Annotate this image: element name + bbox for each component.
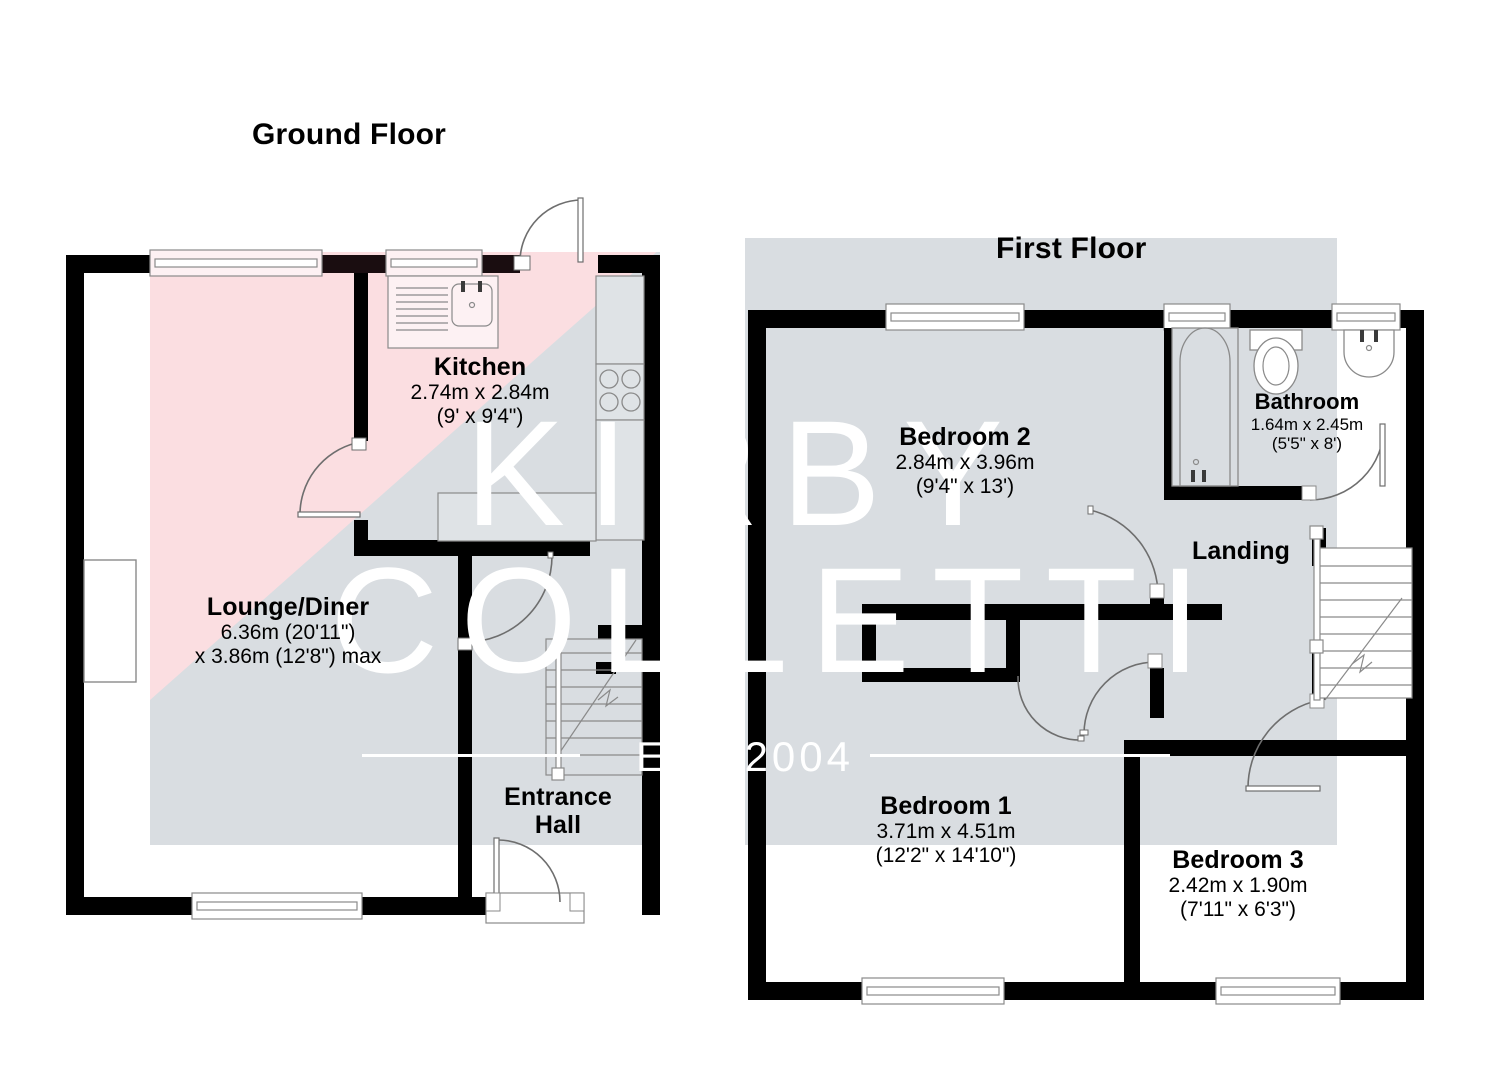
ff-wall-left: [748, 310, 766, 1000]
ff-door-bedroom1: [1079, 653, 1163, 736]
ff-staircase: [1309, 525, 1413, 701]
gf-chimney-breast: [83, 559, 137, 683]
gf-wall-hall-left: [458, 556, 472, 901]
ff-wall-landing-b: [1150, 668, 1164, 718]
ff-window-bed2-top: [885, 303, 1025, 331]
gf-wall-hall-stair-stub2: [596, 662, 616, 674]
kitchen-name: Kitchen: [433, 353, 527, 381]
room-label-bathroom: Bathroom 1.64m x 2.45m (5'5" x 8'): [1222, 389, 1392, 453]
ff-wall-cupboard-bottom: [862, 668, 1010, 682]
room-label-entrance-hall: Entrance Hall: [460, 783, 656, 839]
ff-window-bed3-bottom: [1215, 977, 1341, 1005]
ff-wall-top-c: [1226, 310, 1336, 328]
gf-window-top-left: [149, 249, 323, 277]
lounge-diner-dim-metric: 6.36m (20'11"): [220, 621, 356, 644]
room-label-bedroom-3: Bedroom 3 2.42m x 1.90m (7'11" x 6'3"): [1132, 846, 1344, 921]
room-label-landing: Landing: [1176, 537, 1306, 565]
ff-window-landing-top: [1331, 303, 1401, 331]
ff-wall-cupboard-left: [862, 604, 876, 682]
ff-door-cupboard: [1017, 675, 1085, 742]
ff-door-bathroom: [1301, 423, 1386, 501]
bathroom-dim-metric: 1.64m x 2.45m: [1250, 414, 1364, 434]
ff-wall-bottom-a: [748, 982, 864, 1000]
gf-door-kitchen-top: [513, 197, 584, 271]
gf-wall-top-left: [66, 255, 156, 273]
entrance-hall-name-line2: Hall: [534, 811, 582, 839]
bedroom-1-dim-metric: 3.71m x 4.51m: [876, 820, 1016, 843]
ff-window-bath-top: [1163, 303, 1231, 331]
gf-wall-kitchen-left: [354, 273, 368, 441]
kitchen-worktop-sink: [387, 275, 499, 349]
bedroom-1-name: Bedroom 1: [880, 792, 1012, 820]
lounge-diner-name: Lounge/Diner: [206, 593, 370, 621]
room-label-bedroom-2: Bedroom 2 2.84m x 3.96m (9'4" x 13'): [856, 423, 1074, 498]
bathroom-bath: [1171, 327, 1239, 487]
ground-floor-plan: [66, 197, 660, 924]
gf-door-front-entrance: [485, 837, 585, 924]
bathroom-wash-basin: [1343, 329, 1395, 378]
gf-wall-hall-stair-stub: [598, 625, 644, 639]
kitchen-dim-metric: 2.74m x 2.84m: [410, 381, 550, 404]
bathroom-toilet: [1249, 329, 1303, 395]
bedroom-3-dim-imperial: (7'11" x 6'3"): [1180, 897, 1296, 921]
ff-window-bed1-bottom: [861, 977, 1005, 1005]
kitchen-unit-run: [437, 275, 645, 542]
bathroom-name: Bathroom: [1254, 389, 1360, 414]
ff-wall-bed2-bottom: [862, 604, 1222, 620]
bedroom-2-name: Bedroom 2: [899, 423, 1031, 451]
ff-wall-bed1-right: [1124, 740, 1140, 988]
landing-name: Landing: [1192, 537, 1290, 565]
gf-window-kitchen-top: [385, 249, 483, 277]
ff-wall-bed3-top: [1124, 740, 1340, 756]
first-floor-plan: [748, 303, 1424, 1005]
room-label-lounge-diner: Lounge/Diner 6.36m (20'11") x 3.86m (12'…: [140, 593, 436, 668]
ff-wall-bed3-top-right: [1326, 740, 1424, 756]
bedroom-2-dim-imperial: (9'4" x 13'): [915, 474, 1015, 498]
bedroom-3-name: Bedroom 3: [1172, 846, 1304, 874]
room-label-bedroom-1: Bedroom 1 3.71m x 4.51m (12'2" x 14'10"): [840, 792, 1052, 867]
bedroom-1-dim-imperial: (12'2" x 14'10"): [875, 843, 1017, 867]
gf-wall-left: [66, 255, 84, 915]
ff-wall-bath-bottom: [1164, 486, 1310, 500]
gf-wall-kitchen-bottom: [354, 540, 590, 556]
watermark-rules: [362, 754, 1170, 757]
gf-staircase: [545, 638, 643, 781]
ff-wall-cupboard-right: [1006, 604, 1020, 682]
entrance-hall-name-line1: Entrance: [504, 783, 612, 811]
ff-door-bedroom2: [1087, 505, 1165, 599]
gf-wall-top-right: [478, 255, 520, 273]
gf-wall-right: [642, 255, 660, 915]
bathroom-dim-imperial: (5'5" x 8'): [1271, 433, 1343, 453]
first-floor-title: First Floor: [996, 232, 1147, 265]
gf-window-bottom: [191, 892, 363, 920]
lounge-diner-dim-imperial: x 3.86m (12'8") max: [194, 644, 382, 668]
ff-wall-top-a: [748, 310, 890, 328]
ff-wall-bottom-c: [1338, 982, 1424, 1000]
gf-door-hall-lounge: [457, 551, 554, 651]
ff-wall-top-d: [1396, 310, 1424, 328]
ground-floor-title: Ground Floor: [252, 118, 447, 151]
ff-wall-right: [1406, 310, 1424, 1000]
gf-door-kitchen-lounge: [297, 437, 367, 518]
ff-wall-top-b: [1020, 310, 1168, 328]
ff-wall-bottom-b: [1002, 982, 1218, 1000]
kitchen-dim-imperial: (9' x 9'4"): [436, 404, 524, 428]
gf-wall-top-mid: [318, 255, 390, 273]
gf-wall-kitchen-stub: [354, 520, 368, 542]
bedroom-3-dim-metric: 2.42m x 1.90m: [1168, 874, 1308, 897]
room-label-kitchen: Kitchen 2.74m x 2.84m (9' x 9'4"): [370, 353, 590, 428]
bedroom-2-dim-metric: 2.84m x 3.96m: [895, 451, 1035, 474]
